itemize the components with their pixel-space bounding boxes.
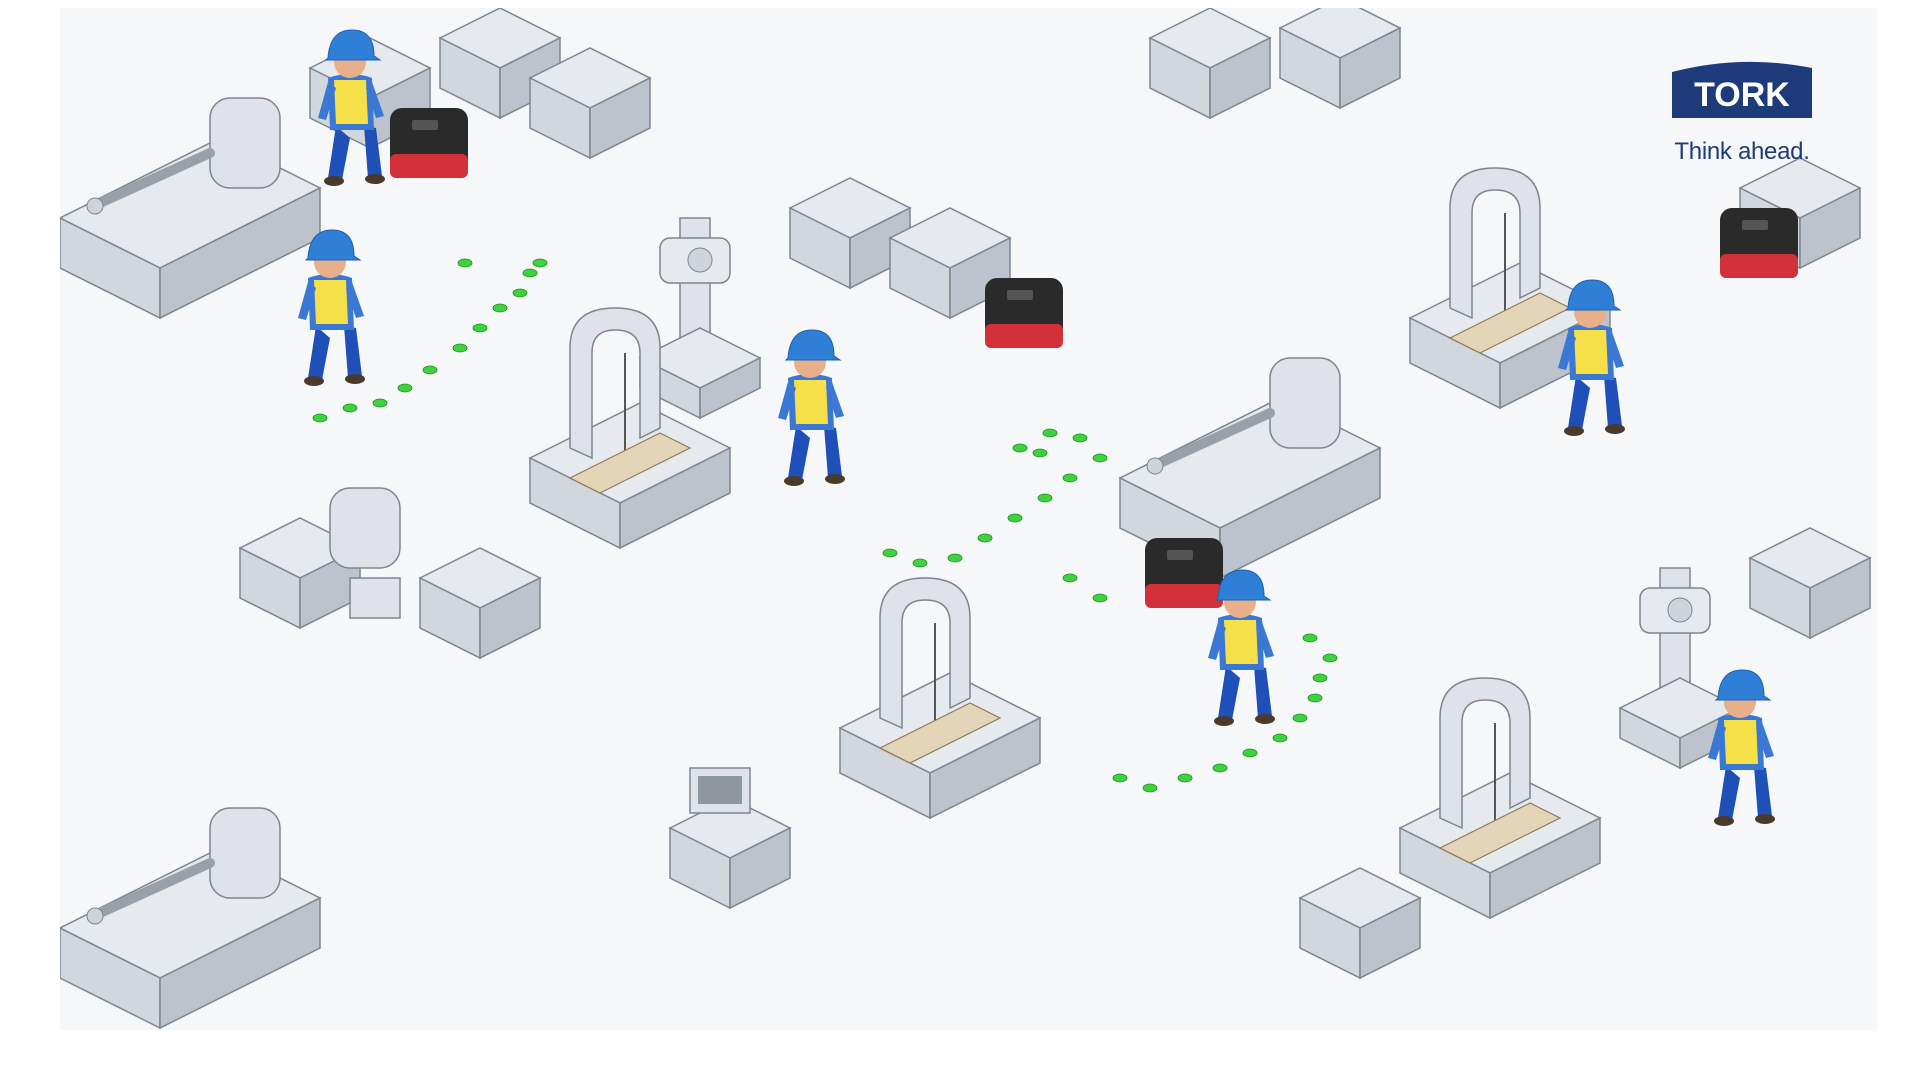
paper-towel-dispenser [1145, 538, 1223, 608]
paper-towel-dispenser [390, 108, 468, 178]
tork-logo: TORK Think ahead. [1652, 48, 1832, 168]
paper-towel-dispenser [1720, 208, 1798, 278]
brand-tagline: Think ahead. [1674, 138, 1810, 165]
tork-logo-text: TORK [1694, 76, 1790, 114]
paper-towel-dispenser [985, 278, 1063, 348]
milling-machine [239, 487, 401, 629]
tork-logo-badge: TORK [1672, 61, 1812, 118]
control-panel [669, 767, 791, 909]
factory-illustration [60, 8, 1878, 1030]
